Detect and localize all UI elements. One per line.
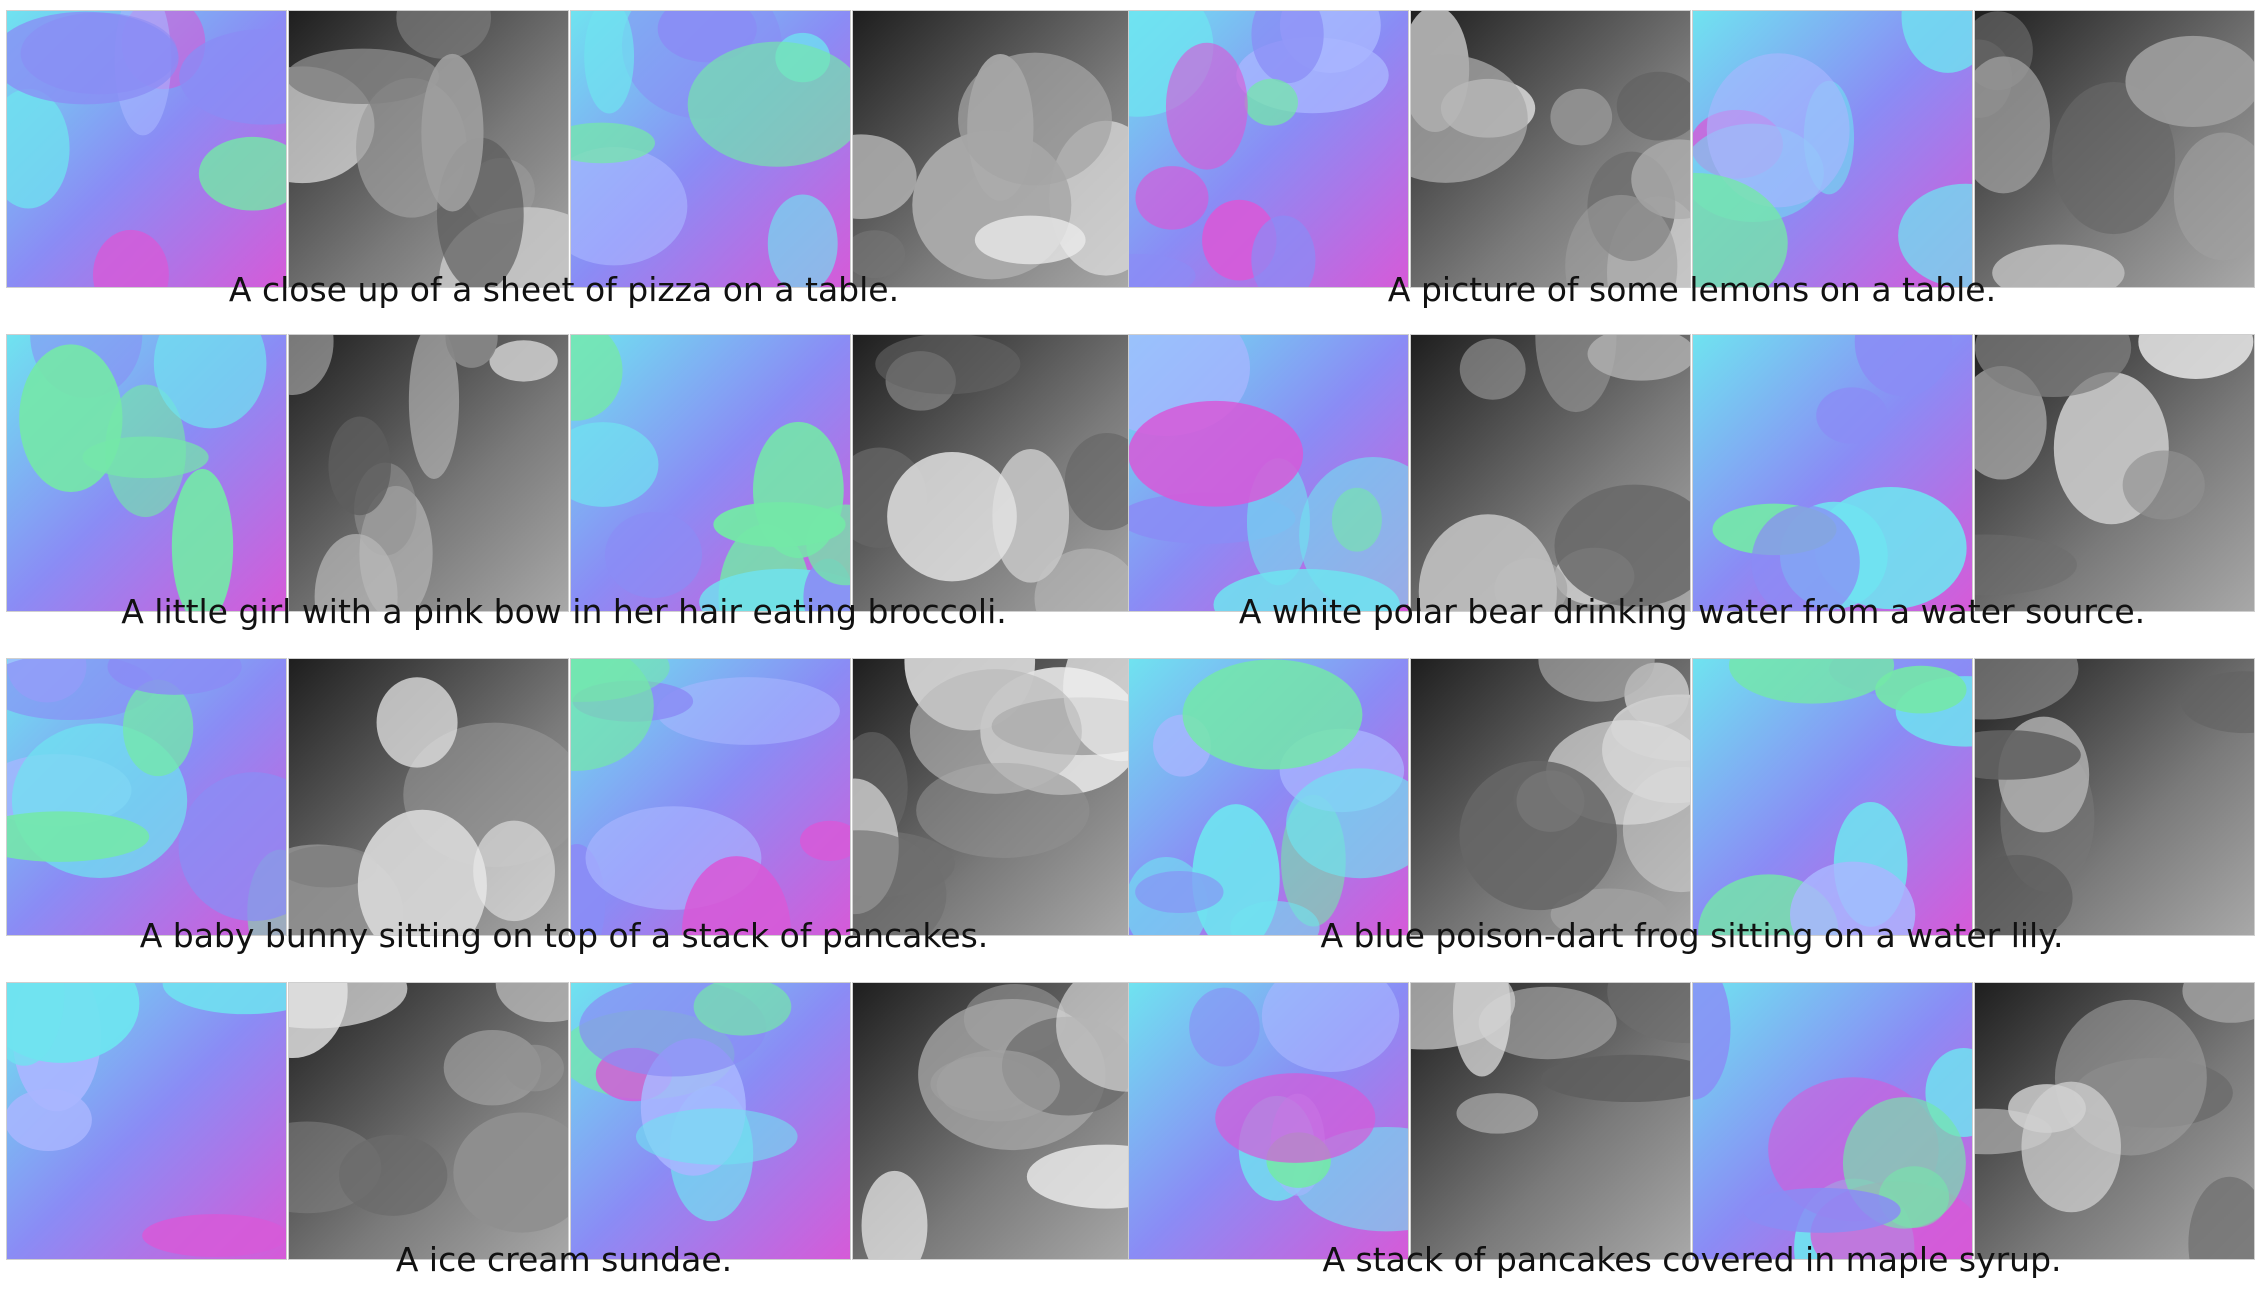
caption-row-4-left: A ice cream sundae. [395, 1240, 733, 1279]
caption-row-2-right: A white polar bear drinking water from a… [1238, 592, 2146, 631]
row-4-left-depth-map-2 [288, 982, 569, 1260]
row-1-right-depth-map-2 [1410, 10, 1691, 288]
row-2-right-depth-map-4 [1974, 334, 2255, 612]
row-3-right-normal-map-3 [1692, 658, 1973, 936]
row-1-right-depth-map-4 [1974, 10, 2255, 288]
caption-row-1-left: A close up of a sheet of pizza on a tabl… [228, 270, 900, 309]
row-3-right-depth-map-2 [1410, 658, 1691, 936]
row-2-right-depth-map-2 [1410, 334, 1691, 612]
row-4-right-normal-map-1 [1128, 982, 1409, 1260]
row-4-right-normal-map-3 [1692, 982, 1973, 1260]
row-3-left-depth-map-4 [852, 658, 1133, 936]
row-3-left-normal-map-1 [6, 658, 287, 936]
row-1-left-depth-map-4 [852, 10, 1133, 288]
row-4-left-depth-map-4 [852, 982, 1133, 1260]
row-2-right-normal-map-1 [1128, 334, 1409, 612]
row-4-left-normal-map-3 [570, 982, 851, 1260]
row-2-left-depth-map-2 [288, 334, 569, 612]
row-4-right-depth-map-4 [1974, 982, 2255, 1260]
caption-row-2-left: A little girl with a pink bow in her hai… [121, 592, 1007, 631]
caption-row-4-right: A stack of pancakes covered in maple syr… [1322, 1240, 2062, 1279]
row-2-left-normal-map-1 [6, 334, 287, 612]
row-2-left-normal-map-3 [570, 334, 851, 612]
row-3-right-normal-map-1 [1128, 658, 1409, 936]
row-1-left-normal-map-1 [6, 10, 287, 288]
row-1-right-normal-map-1 [1128, 10, 1409, 288]
row-3-left-depth-map-2 [288, 658, 569, 936]
row-3-right-depth-map-4 [1974, 658, 2255, 936]
row-3-left-normal-map-3 [570, 658, 851, 936]
row-1-left-normal-map-3 [570, 10, 851, 288]
caption-row-3-left: A baby bunny sitting on top of a stack o… [139, 916, 989, 955]
row-4-left-normal-map-1 [6, 982, 287, 1260]
row-2-right-normal-map-3 [1692, 334, 1973, 612]
caption-row-1-right: A picture of some lemons on a table. [1387, 270, 1997, 309]
row-2-left-depth-map-4 [852, 334, 1133, 612]
row-4-right-depth-map-2 [1410, 982, 1691, 1260]
row-1-right-normal-map-3 [1692, 10, 1973, 288]
row-1-left-depth-map-2 [288, 10, 569, 288]
caption-row-3-right: A blue poison-dart frog sitting on a wat… [1320, 916, 2064, 955]
